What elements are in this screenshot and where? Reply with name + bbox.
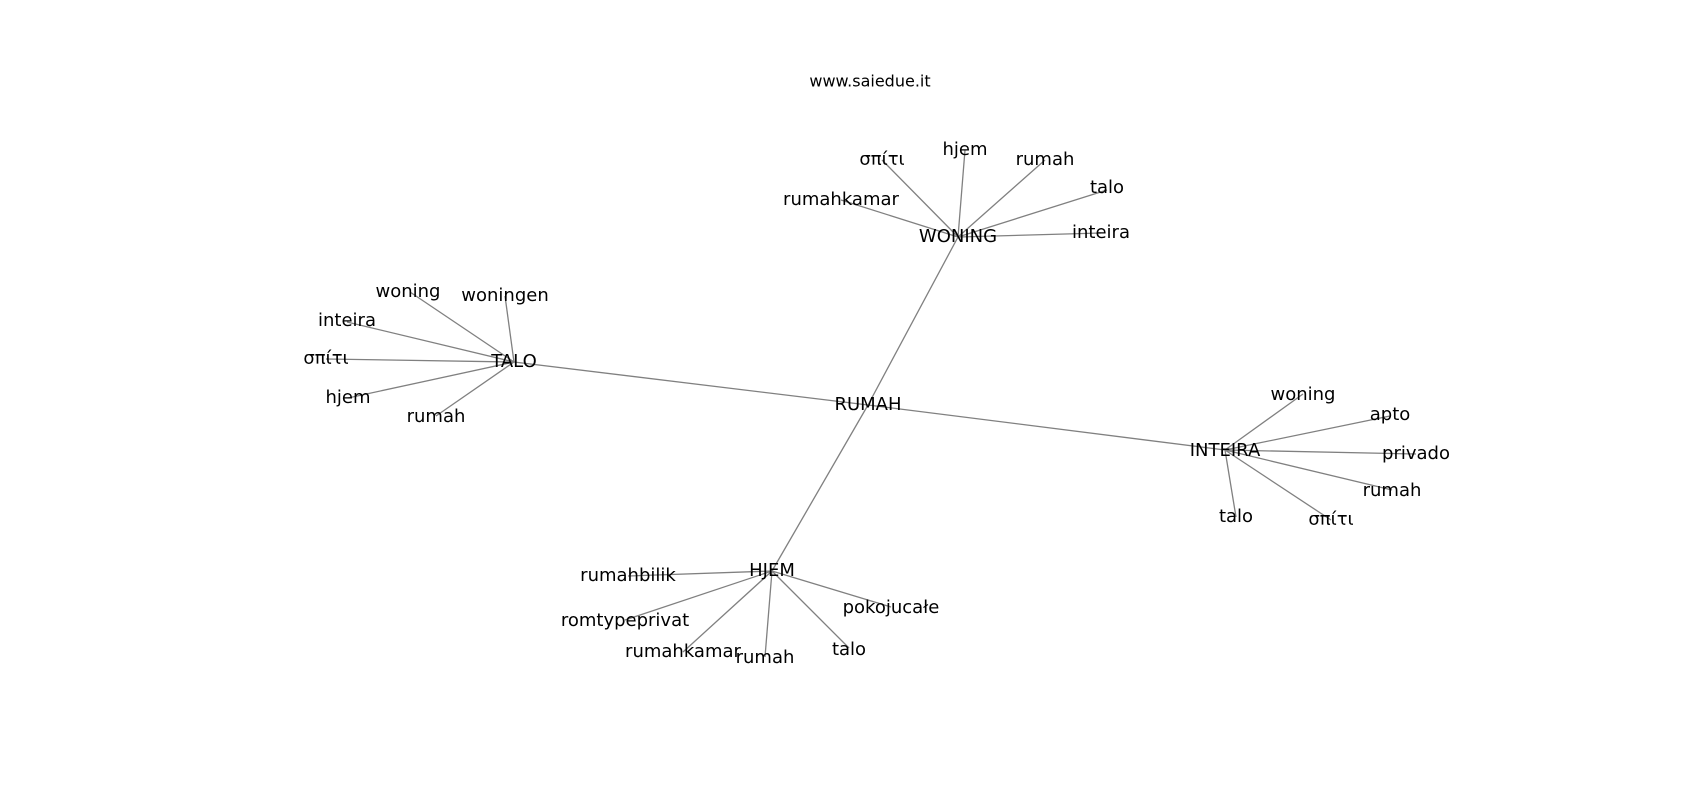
edge-hjem-talo (771, 570, 850, 649)
leaf-node: woning (376, 281, 441, 302)
leaf-node: σπίτι (303, 348, 348, 369)
edge-woning-rumahkamar (840, 199, 959, 238)
leaf-node: σπίτι (1308, 509, 1353, 530)
edge-talo-hjem (347, 361, 515, 399)
edge-woning-spiti (881, 159, 959, 238)
edge-center-inteira (867, 404, 1226, 451)
leaf-node: woning (1271, 384, 1336, 405)
hub-node-hjem: HJEM (749, 560, 795, 581)
leaf-node: privado (1382, 443, 1450, 464)
edge-woning-talo (957, 189, 1108, 238)
hub-node-talo: TALO (490, 351, 536, 372)
leaf-node: inteira (1072, 222, 1130, 243)
leaf-node: rumahkamar (625, 641, 741, 662)
leaf-node: rumah (407, 406, 466, 427)
edge-hjem-rumahkamar (682, 570, 773, 653)
leaf-node: pokojucałe (843, 597, 940, 618)
edge-talo-inteira (346, 321, 515, 363)
leaf-node: talo (832, 639, 866, 660)
edge-hjem-pokojucale (771, 570, 892, 608)
leaf-node: rumah (1363, 480, 1422, 501)
leaf-node: woningen (461, 285, 548, 306)
leaf-node: talo (1090, 177, 1124, 198)
edge-center-hjem (771, 404, 869, 572)
nodes: RUMAH WONING σπίτι hjem rumah talo rumah… (303, 139, 1450, 668)
leaf-node: σπίτι (859, 149, 904, 170)
center-node-rumah: RUMAH (834, 394, 901, 415)
hub-node-woning: WONING (919, 226, 997, 247)
edge-center-woning (867, 236, 959, 406)
edge-woning-hjem (957, 149, 966, 238)
leaf-node: rumah (1016, 149, 1075, 170)
edge-inteira-rumah (1224, 449, 1393, 491)
edge-inteira-woning (1224, 393, 1304, 451)
leaf-node: hjem (325, 387, 370, 408)
leaf-node: rumahbilik (580, 565, 676, 586)
edge-center-talo (513, 361, 869, 406)
edge-talo-spiti (325, 358, 515, 363)
leaf-node: romtypeprivat (561, 610, 689, 631)
edge-inteira-apto (1224, 415, 1391, 451)
edge-talo-rumah (435, 361, 515, 417)
leaf-node: rumahkamar (783, 189, 899, 210)
edge-inteira-privado (1224, 449, 1417, 455)
leaf-node: rumah (736, 647, 795, 668)
leaf-node: hjem (942, 139, 987, 160)
edge-hjem-rumahbilik (627, 570, 773, 577)
edges (325, 149, 1417, 658)
hub-node-inteira: INTEIRA (1190, 440, 1261, 461)
edge-hjem-rumah (764, 570, 773, 658)
edge-talo-woningen (504, 295, 515, 363)
leaf-node: talo (1219, 506, 1253, 527)
edge-inteira-spiti (1224, 449, 1332, 521)
watermark-text: www.saiedue.it (809, 72, 930, 91)
leaf-node: apto (1370, 404, 1411, 425)
edge-talo-woning (409, 291, 515, 363)
leaf-node: inteira (318, 310, 376, 331)
edge-hjem-romtypeprivat (624, 570, 773, 621)
edge-woning-rumah (957, 159, 1046, 238)
edge-woning-inteira (957, 232, 1102, 238)
edge-inteira-talo (1224, 449, 1237, 518)
